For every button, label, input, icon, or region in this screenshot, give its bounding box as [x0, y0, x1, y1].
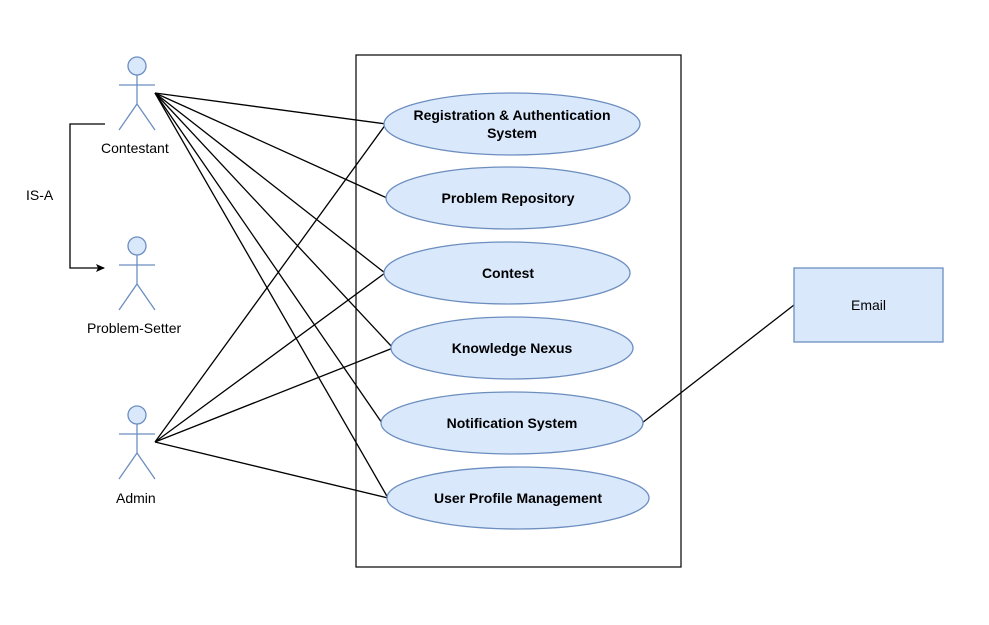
use-case-user-profile-shape[interactable]: [386, 466, 650, 530]
use-case-knowledge-nexus-label: Knowledge Nexus: [451, 340, 573, 356]
actor-problem-setter[interactable]: [118, 236, 156, 311]
actor-label-admin: Admin: [116, 490, 156, 506]
association-contestant-user-profile: [154, 92, 389, 499]
actor-admin[interactable]: [118, 405, 156, 480]
actor-contestant[interactable]: [118, 56, 156, 131]
use-case-knowledge-nexus-shape[interactable]: [390, 316, 634, 380]
use-case-problem-repository-label: Problem Repository: [441, 190, 575, 206]
association-contestant-registration: [154, 92, 387, 125]
actor-label-problem-setter: Problem-Setter: [87, 320, 182, 336]
use-case-notification-shape[interactable]: [380, 391, 644, 455]
email-label: Email: [850, 297, 886, 313]
actor-head: [127, 56, 147, 76]
use-case-user-profile-label: User Profile Management: [433, 490, 603, 506]
association-notification-email: [641, 304, 795, 424]
association-admin-contest: [154, 272, 386, 443]
association-contestant-contest: [154, 92, 386, 274]
use-case-problem-repository-shape[interactable]: [385, 166, 631, 230]
association-admin-user-profile: [154, 441, 389, 499]
use-case-notification-label: Notification System: [446, 415, 578, 431]
association-admin-registration: [154, 123, 387, 443]
use-case-contest-shape[interactable]: [383, 241, 631, 305]
is-a-arrow: [69, 123, 105, 272]
actor-label-contestant: Contestant: [101, 140, 169, 156]
is-a-label: IS-A: [26, 187, 54, 203]
association-contestant-notification: [154, 92, 383, 424]
association-admin-knowledge-nexus: [154, 347, 394, 443]
email-box[interactable]: [793, 267, 944, 343]
association-contestant-problem-repository: [154, 92, 388, 199]
actor-head: [127, 405, 147, 425]
association-contestant-knowledge-nexus: [154, 92, 394, 349]
association-lines: [154, 92, 795, 499]
use-case-registration-label: Registration & Authentication System: [413, 107, 611, 141]
use-case-contest-label: Contest: [481, 265, 535, 281]
use-case-registration-shape[interactable]: [383, 92, 641, 156]
actor-head: [127, 236, 147, 256]
